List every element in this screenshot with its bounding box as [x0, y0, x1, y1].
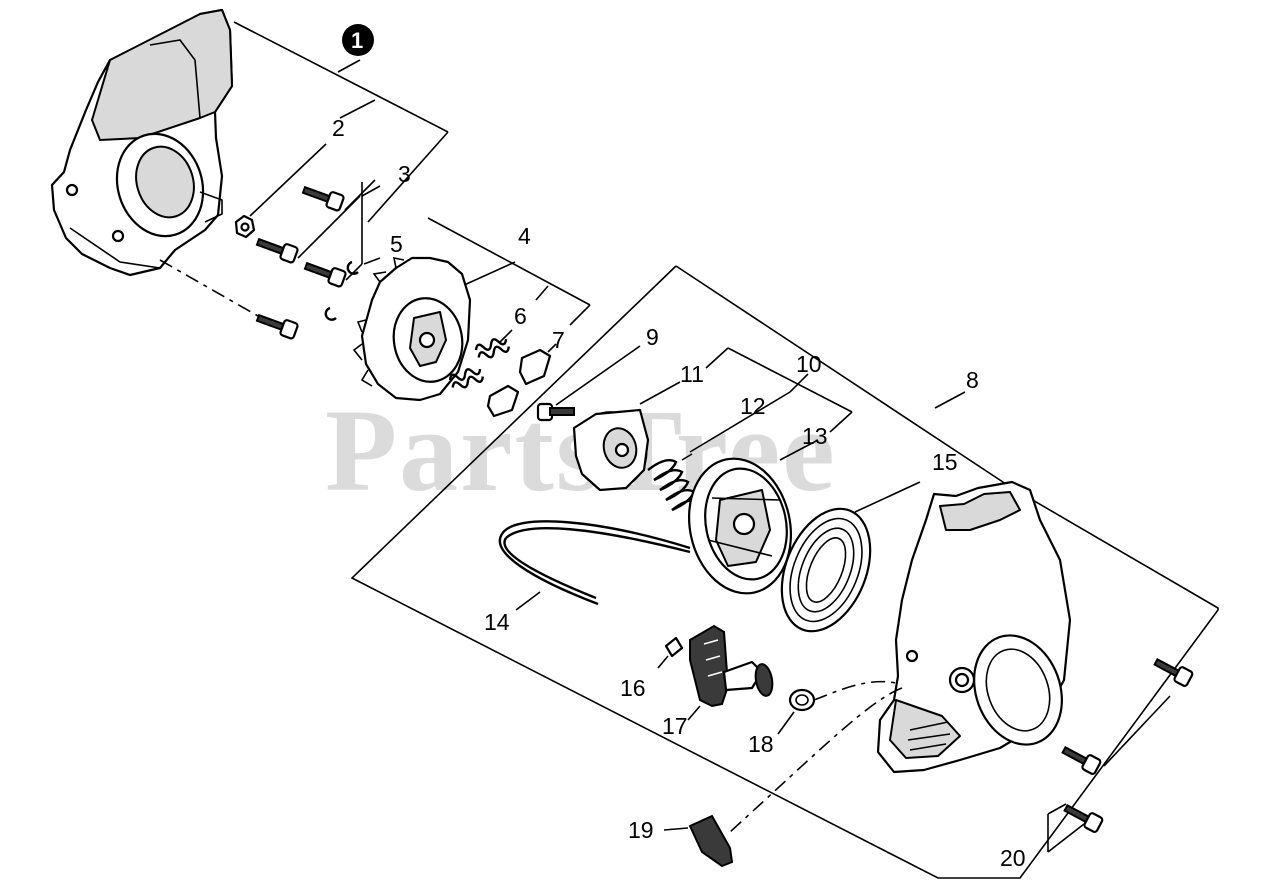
callout-16: 16: [620, 675, 646, 701]
callout-14: 14: [484, 609, 510, 635]
rope-part: [498, 520, 691, 611]
reel-spring-part: [647, 373, 809, 512]
callout-7: 7: [552, 327, 565, 353]
bracket-assembly-8: [350, 265, 1219, 879]
reel-cap-part: [572, 381, 681, 492]
bracket-assembly-1: [233, 21, 449, 223]
pulley-part: [352, 256, 472, 402]
bracket-assembly-4: [427, 217, 591, 326]
callout-19: 19: [628, 817, 654, 843]
plate-part: [657, 636, 684, 669]
bushing-part: [729, 680, 903, 833]
handle-part: [687, 624, 774, 721]
callout-11: 11: [680, 361, 704, 387]
callout-12: 12: [740, 393, 766, 419]
callout-13: 13: [802, 423, 828, 449]
dashed-guide-line: [159, 259, 259, 317]
callout-10: 10: [796, 351, 822, 377]
svg-text:1: 1: [351, 28, 363, 53]
spring-part: [448, 329, 513, 389]
fan-cover-part: [50, 8, 234, 277]
callout-8: 8: [966, 367, 979, 393]
nut-part: [234, 143, 327, 239]
bolt-part: [536, 345, 641, 422]
callout-17: 17: [662, 713, 688, 739]
clip-part: [324, 257, 381, 321]
callout-4: 4: [518, 223, 531, 249]
callout-9: 9: [646, 324, 659, 350]
callout-2: 2: [332, 115, 345, 141]
reel-part: [687, 439, 819, 595]
screw-part: [255, 179, 381, 340]
callout-6: 6: [514, 303, 527, 329]
handle-insert-part: [663, 814, 734, 868]
recoil-spring-part: [780, 481, 921, 633]
bracket-assembly-11: [705, 347, 853, 433]
callout-18: 18: [748, 731, 774, 757]
callout-20: 20: [1000, 845, 1026, 871]
callout-3: 3: [398, 161, 411, 187]
callout-15: 15: [932, 449, 958, 475]
callout-1: 1: [342, 24, 374, 56]
callout-5: 5: [390, 231, 403, 257]
starter-case-part: [876, 480, 1072, 774]
pawl-part: [486, 343, 557, 418]
screw-20-part: [1047, 657, 1194, 853]
